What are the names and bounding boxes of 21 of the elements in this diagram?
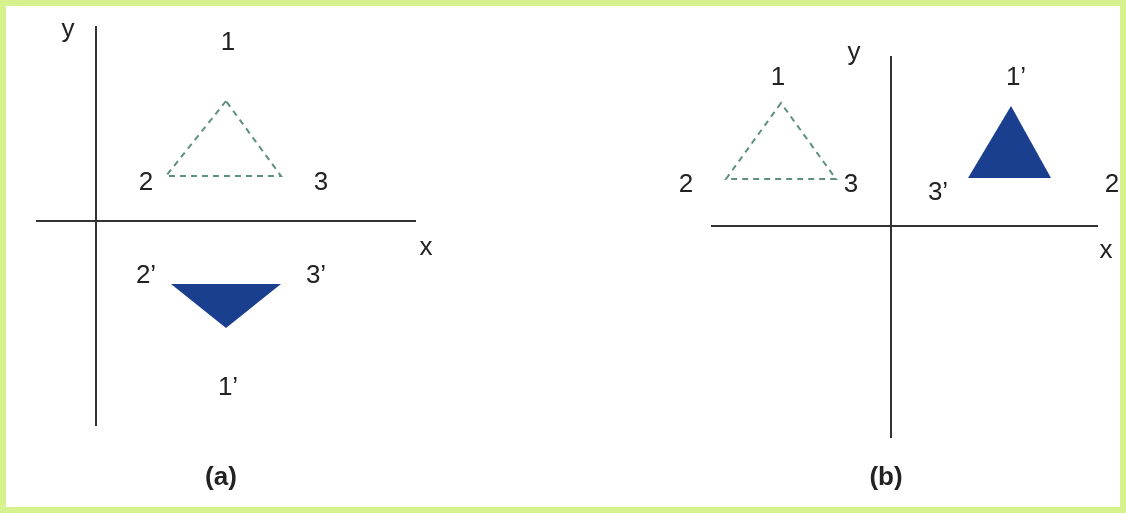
vertex-label: 1 bbox=[220, 28, 236, 54]
vertex-label: 1’ bbox=[1005, 63, 1027, 89]
vertex-label: 1 bbox=[770, 63, 786, 89]
vertex-label: 3’ bbox=[305, 261, 327, 287]
filled-triangle bbox=[968, 106, 1051, 178]
axis-label: x bbox=[1099, 236, 1113, 262]
vertex-label: 3’ bbox=[927, 178, 949, 204]
axis-label: y bbox=[847, 38, 861, 64]
panel-label: (a) bbox=[205, 463, 237, 489]
vertex-label: 2 bbox=[138, 168, 154, 194]
panel-label: (b) bbox=[869, 463, 903, 489]
vertex-label: 3 bbox=[313, 168, 329, 194]
filled-triangle bbox=[171, 284, 281, 328]
dashed-triangle bbox=[724, 101, 838, 180]
vertex-label: 2 bbox=[1104, 170, 1120, 196]
vertex-label: 3 bbox=[843, 170, 859, 196]
axis-label: y bbox=[61, 15, 75, 41]
vertex-label: 2’ bbox=[135, 261, 157, 287]
vertex-label: 2 bbox=[678, 170, 694, 196]
vertex-label: 1’ bbox=[217, 373, 239, 399]
axis-label: x bbox=[419, 233, 433, 259]
